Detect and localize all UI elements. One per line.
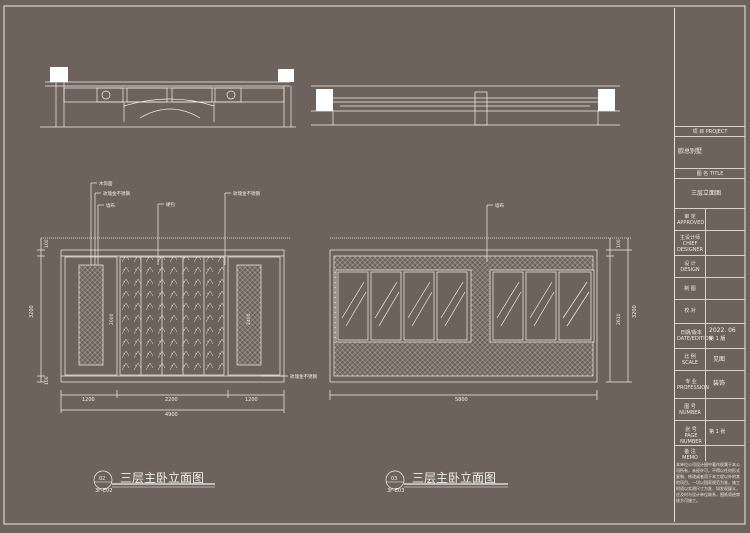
label-wallcloth-1: 墙布 — [106, 202, 115, 209]
tb-title-label: 图 名 TITLE — [696, 171, 724, 177]
tb-approved-label: 审 定 APPROVED — [677, 214, 705, 226]
tb-project-value: 欧总别墅 — [678, 148, 703, 155]
tb-memo-text: 本单位公司设计图中著作权属于本公司所有，未经许可，不得以任何形式复制、修改或者用… — [676, 462, 740, 503]
label-hard-pack: 硬包 — [166, 201, 175, 208]
dim-2400: 2400 — [246, 313, 252, 325]
tb-page-value: 第 1 张 — [709, 429, 726, 435]
tb-draw-row: 制 图 — [675, 277, 745, 300]
dim-3200-right: 3200 — [632, 305, 638, 318]
tb-chief-row: 主设计师 CHIEF DESIGNER — [675, 230, 745, 256]
tb-design-row: 设 计 DESIGN — [675, 255, 745, 278]
tb-memo-label: 备 注 MEMO — [682, 449, 698, 461]
tb-edition-value: 第 1 版 — [709, 336, 726, 342]
dim-4900: 4900 — [165, 412, 178, 418]
plan-view-left — [40, 67, 296, 128]
elevation-03 — [329, 204, 632, 400]
drawing-code-02: 3F-E02 — [95, 488, 112, 494]
drawing-code-03: 3F-E03 — [387, 488, 404, 494]
dim-2200: 2200 — [165, 397, 178, 403]
tb-check-row: 校 对 — [675, 299, 745, 324]
tb-scale-row: 比 例 SCALE 见图 — [675, 348, 745, 371]
dim-100-right: 100 — [616, 239, 622, 248]
tb-project-label: 项 目 PROJECT — [692, 129, 728, 135]
dim-1200-right: 1200 — [245, 397, 258, 403]
tb-number-label: 图 号 NUMBER — [679, 404, 701, 416]
tb-scale-label: 比 例 SCALE — [681, 354, 699, 366]
drawing-no-03: 03 — [391, 476, 397, 482]
tb-chief-label: 主设计师 CHIEF DESIGNER — [677, 235, 703, 253]
tb-title-value: 三层立面图 — [691, 190, 722, 197]
dim-100-bottom: 100 — [44, 376, 50, 385]
tb-project-value-row: 欧总别墅 — [675, 136, 745, 169]
dim-5800: 5800 — [455, 397, 468, 403]
tb-profession-value: 装饰 — [713, 380, 726, 387]
tb-draw-label: 制 图 — [684, 286, 696, 292]
tb-profession-label: 专 业 PROFESSION — [677, 379, 709, 391]
elevation-02 — [37, 182, 290, 413]
tb-approved-row: 审 定 APPROVED — [675, 208, 745, 231]
tb-memo-row: 备 注 MEMO — [675, 445, 745, 462]
tb-title-label-row: 图 名 TITLE — [675, 168, 745, 179]
tb-date-label: 日期/版本 DATE/EDITION — [677, 330, 713, 342]
label-rose-gold-steel-1: 玫瑰金不锈钢 — [103, 190, 130, 197]
dim-1200-left: 1200 — [82, 397, 95, 403]
label-wallcloth-2: 墙布 — [495, 202, 504, 209]
tb-date-row: 日期/版本 DATE/EDITION 2022. 06 第 1 版 — [675, 323, 745, 349]
tb-check-label: 校 对 — [684, 308, 696, 314]
dim-3200-left: 3200 — [29, 305, 35, 318]
tb-title-value-row: 三层立面图 — [675, 178, 745, 209]
sheet-border — [3, 5, 746, 525]
caption-03: 三层主卧立面图 — [412, 470, 496, 485]
tb-project-label-row: 项 目 PROJECT — [675, 126, 745, 137]
title-block: 项 目 PROJECT 欧总别墅 图 名 TITLE 三层立面图 审 定 APP… — [674, 8, 745, 522]
dim-2000: 2000 — [109, 313, 115, 325]
tb-profession-row: 专 业 PROFESSION 装饰 — [675, 370, 745, 399]
label-rose-gold-steel-2: 玫瑰金不锈钢 — [233, 190, 260, 197]
tb-scale-value: 见图 — [713, 356, 726, 363]
tb-design-label: 设 计 DESIGN — [680, 261, 700, 273]
dim-2610: 2610 — [616, 313, 622, 325]
tb-number-row: 图 号 NUMBER — [675, 398, 745, 421]
label-rose-gold-steel-bottom: 玫瑰金不锈钢 — [290, 373, 317, 380]
tb-date-value: 2022. 06 — [709, 327, 736, 334]
drawing-no-circle-03 — [385, 470, 405, 490]
dim-100-top: 100 — [44, 239, 50, 248]
caption-02: 三层主卧立面图 — [120, 470, 204, 485]
drawing-no-02: 02 — [99, 476, 105, 482]
tb-page-row: 张 号 PAGE NUMBER 第 1 张 — [675, 420, 745, 446]
plan-view-right — [311, 85, 620, 126]
label-wood-veneer: 木饰面 — [99, 180, 113, 187]
drawing-no-circle-02 — [93, 470, 113, 490]
tb-page-label: 张 号 PAGE NUMBER — [680, 427, 702, 445]
